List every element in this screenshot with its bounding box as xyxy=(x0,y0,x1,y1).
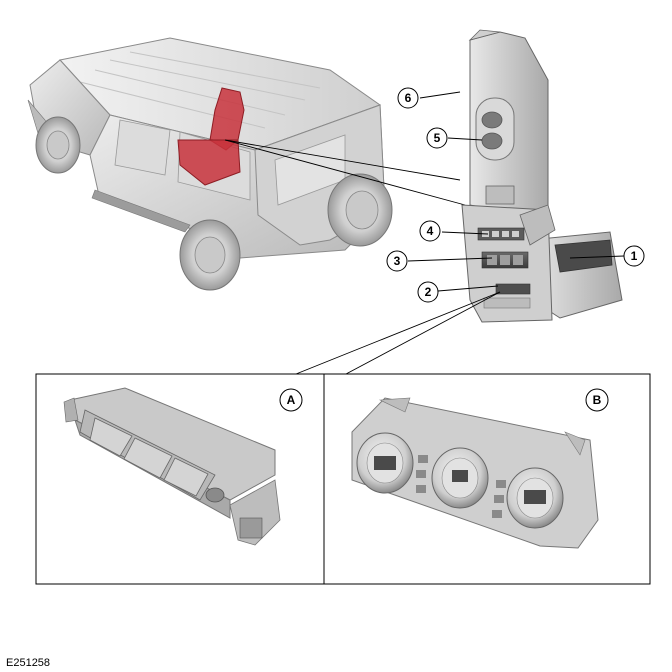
wheel-rear-left xyxy=(179,219,241,291)
svg-text:A: A xyxy=(287,393,296,407)
svg-text:B: B xyxy=(593,393,602,407)
leader-lines-vehicle xyxy=(224,139,466,206)
vehicle-illustration xyxy=(27,37,393,291)
callout-1: 1 xyxy=(623,245,645,267)
vehicle-window xyxy=(114,119,171,176)
svg-text:2: 2 xyxy=(425,285,432,299)
rear-seat-illustration xyxy=(461,29,623,323)
highlighted-seat xyxy=(177,87,245,186)
callout-leaders xyxy=(407,91,625,292)
seat-heater-switch xyxy=(495,283,531,295)
vehicle-side-step xyxy=(91,189,191,233)
headrest-guides xyxy=(475,97,515,161)
callout-2: 2 xyxy=(417,281,439,303)
svg-text:5: 5 xyxy=(434,131,441,145)
leader-lines-detail xyxy=(295,291,501,375)
detail-frame xyxy=(35,373,651,585)
control-knob-center xyxy=(431,447,489,509)
panel-label-a: A xyxy=(279,388,303,412)
panel-label-b: B xyxy=(585,388,609,412)
callout-4: 4 xyxy=(419,220,441,242)
svg-text:3: 3 xyxy=(394,254,401,268)
svg-text:6: 6 xyxy=(405,91,412,105)
svg-text:4: 4 xyxy=(427,224,434,238)
callout-5: 5 xyxy=(426,127,448,149)
spare-wheel xyxy=(327,173,393,247)
callout-6: 6 xyxy=(397,87,419,109)
control-knob-right xyxy=(506,467,564,529)
svg-text:1: 1 xyxy=(631,249,638,263)
figure-id: E251258 xyxy=(6,657,50,669)
climate-panel-illustration xyxy=(351,397,599,549)
control-knob-left xyxy=(356,432,414,494)
wheel-front-left xyxy=(35,116,81,174)
switch-pack-illustration xyxy=(63,387,281,546)
seat-vent xyxy=(485,185,515,205)
callout-3: 3 xyxy=(386,250,408,272)
